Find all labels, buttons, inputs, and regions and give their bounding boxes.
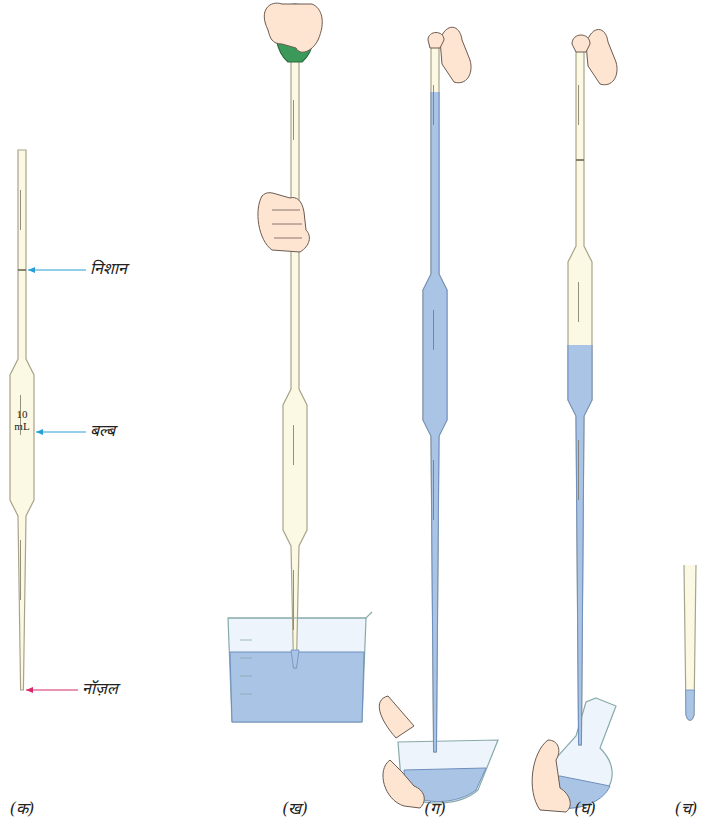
glass-highlight [578, 440, 579, 500]
calibration-mark [576, 159, 584, 161]
step-label: (घ) [574, 800, 595, 818]
beaker-graduation [240, 676, 252, 677]
leader-line [26, 689, 78, 690]
glass-highlight [293, 425, 294, 465]
mark-label: निशान [90, 260, 127, 278]
beaker-graduation [240, 640, 252, 641]
step-label: (ग) [424, 800, 445, 818]
step-label: (च) [675, 800, 697, 818]
hand [532, 740, 570, 812]
leader-arrow [28, 267, 35, 273]
glass-highlight [293, 570, 294, 630]
leader-line [28, 269, 86, 270]
glass-highlight [433, 85, 434, 125]
glass-highlight [578, 85, 579, 125]
leader-line [36, 431, 86, 432]
tip-liquid [291, 650, 299, 668]
glass-highlight [20, 190, 21, 230]
nozzle-label: नॉज़ल [82, 680, 118, 698]
beaker-rim [228, 612, 372, 618]
pipette-glass [10, 150, 34, 690]
glass-highlight [578, 282, 579, 322]
step-label: (क) [10, 800, 34, 818]
retained-liquid [686, 690, 695, 720]
hand [258, 193, 309, 252]
hand [586, 30, 617, 85]
calibration-mark [18, 269, 26, 271]
hand [383, 760, 424, 808]
glass-highlight [433, 460, 434, 520]
finger-lines [272, 210, 302, 238]
glass-highlight [433, 310, 434, 350]
bulb-label: बल्ब [90, 422, 115, 440]
finger [428, 33, 444, 49]
beaker-graduation [240, 694, 252, 695]
step-label: (ख) [282, 800, 307, 818]
hand [440, 27, 471, 83]
leader-arrow [36, 429, 43, 435]
hand [379, 696, 414, 738]
pipette-glass [283, 60, 307, 668]
leader-arrow [26, 687, 33, 693]
finger [572, 35, 590, 52]
pipette-liquid [568, 345, 592, 745]
beaker-graduation [240, 658, 252, 659]
glass-highlight [293, 100, 294, 140]
hand [264, 3, 322, 52]
pipette-glass [423, 45, 447, 752]
pipette-liquid [423, 92, 447, 752]
pipette-glass [568, 45, 592, 745]
pipette-tip [684, 565, 696, 720]
glass-highlight [20, 540, 21, 600]
volume-label: 10 mL [12, 408, 32, 432]
